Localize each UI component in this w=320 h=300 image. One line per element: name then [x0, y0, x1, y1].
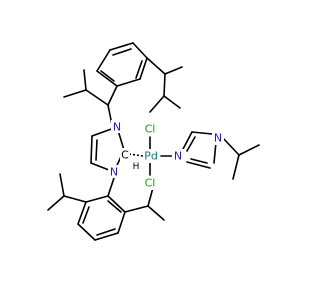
imidazole-ring	[181, 131, 217, 169]
atom-pd: Pd	[144, 150, 158, 163]
upper-left-isopropyl	[63, 69, 118, 126]
atom-carbene-c: C	[121, 149, 129, 162]
carbene-pd-bond	[128, 153, 144, 157]
pd-bonds	[149, 136, 173, 176]
atom-n-lower: N	[110, 166, 118, 179]
atom-n-imidazole-coord: N	[174, 150, 182, 163]
upper-aryl-ring	[96, 42, 148, 87]
structure-svg: N N C H Pd Cl Cl N N	[47, 42, 260, 241]
atom-carbene-h: H	[133, 162, 140, 172]
upper-right-isopropyl	[146, 57, 183, 113]
lower-left-isopropyl	[47, 173, 87, 211]
atom-n-imidazole-sub: N	[214, 132, 222, 145]
atom-labels: N N C H Pd Cl Cl N N	[108, 120, 224, 190]
molecule-diagram: N N C H Pd Cl Cl N N	[47, 42, 260, 241]
atom-n-upper: N	[113, 121, 121, 134]
imidazole-isopropyl	[221, 136, 260, 180]
lower-aryl-ring	[77, 177, 126, 241]
atom-cl-lower: Cl	[145, 177, 156, 190]
atom-cl-upper: Cl	[145, 123, 156, 136]
